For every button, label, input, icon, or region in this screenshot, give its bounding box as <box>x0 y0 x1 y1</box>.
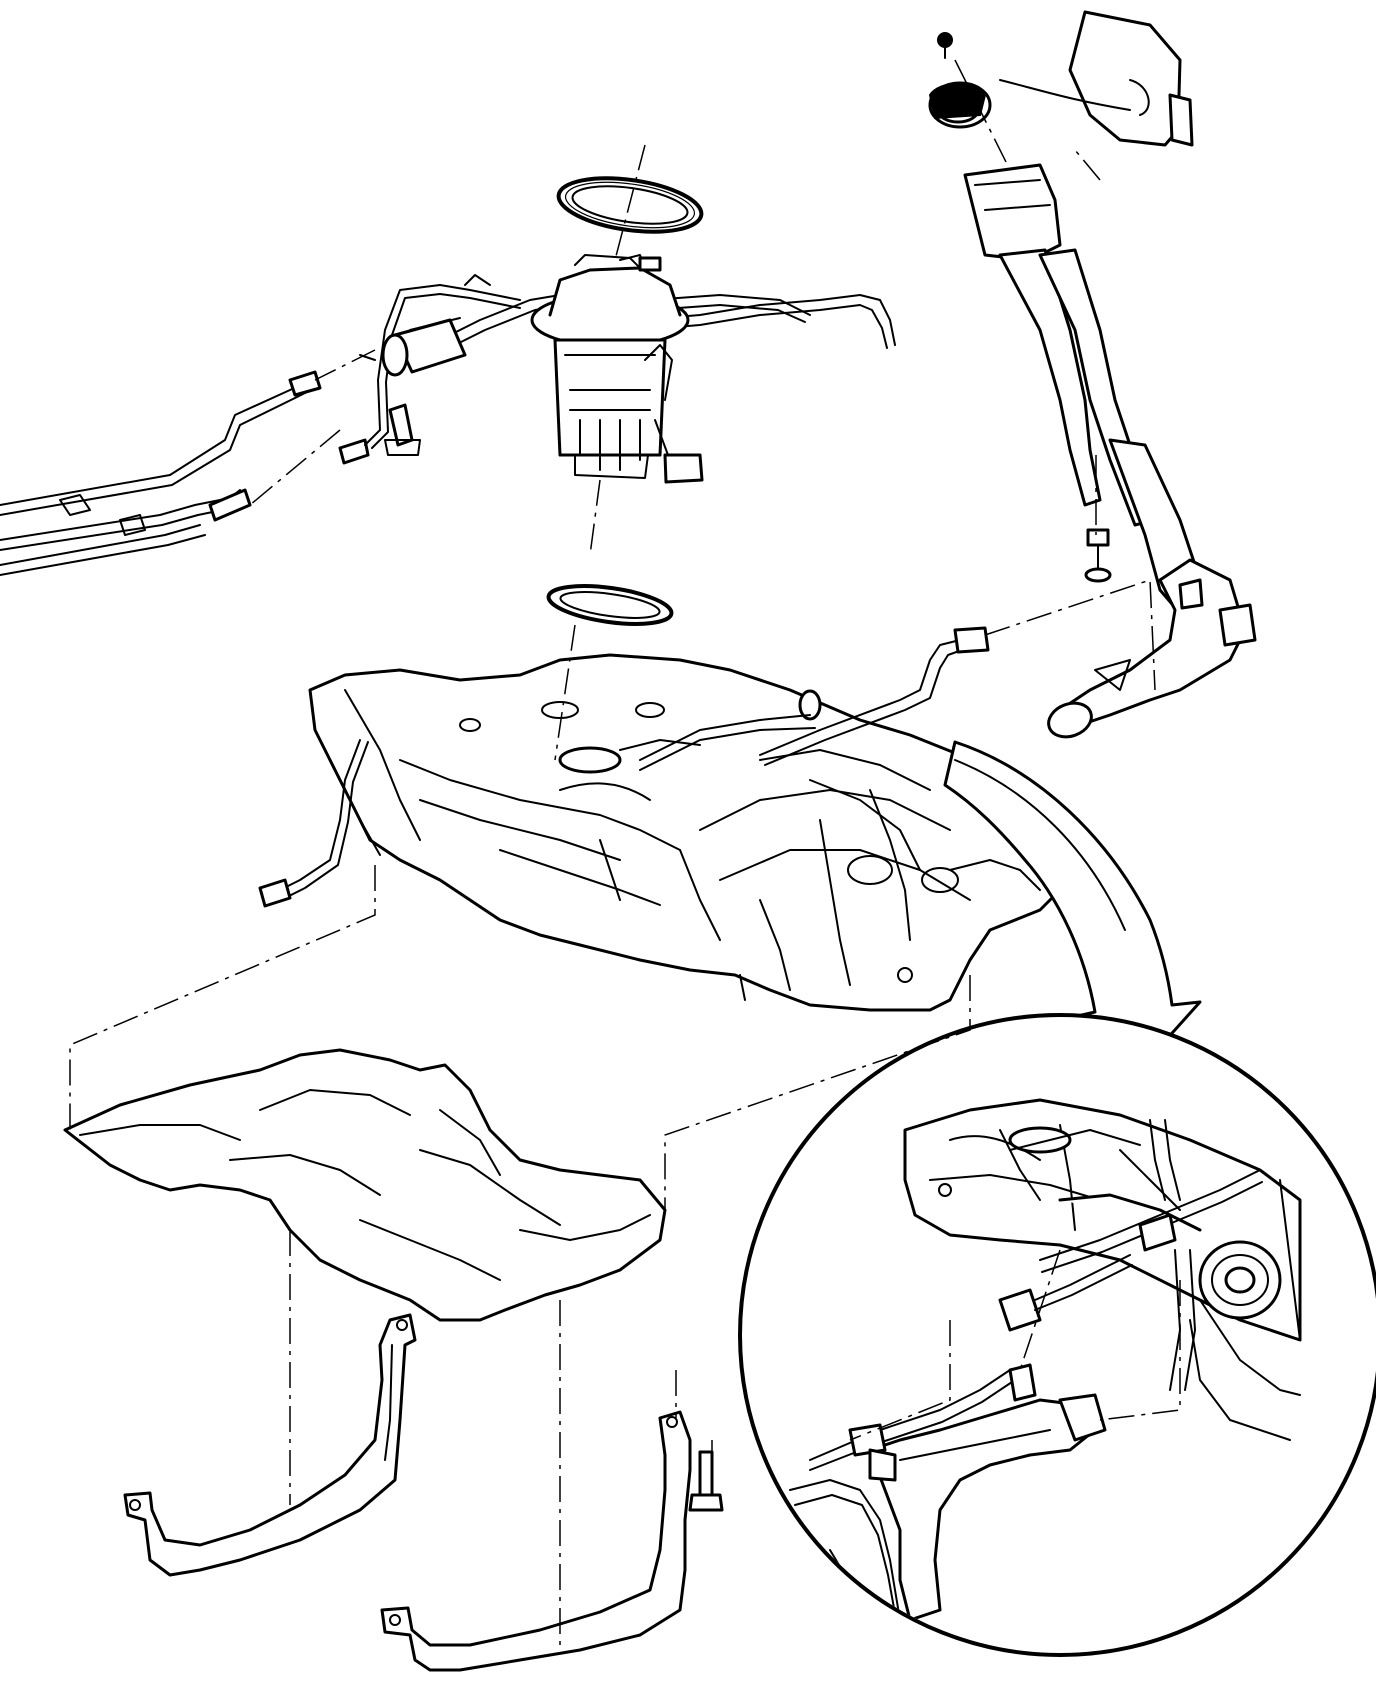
heat-shield <box>63 1048 667 1322</box>
fuel-filler-pipe <box>928 81 1257 739</box>
fuel-lines <box>0 254 896 576</box>
module-lock-ring <box>556 176 704 234</box>
assembly-centerlines <box>69 59 1181 1645</box>
detail-view-contents <box>789 1098 1302 1651</box>
fuel-filter <box>359 317 467 456</box>
fuel-tank <box>258 626 1062 1012</box>
tank-strap-right <box>380 1410 692 1672</box>
fuel-filler-cap-bolt <box>937 32 953 59</box>
module-seal-ring <box>546 584 674 626</box>
detail-view-circle <box>738 1013 1376 1657</box>
fuel-pump-module <box>530 254 704 484</box>
strap-bolt <box>688 1450 724 1512</box>
tank-strap-left <box>123 1313 417 1577</box>
fuel-filler-door <box>999 10 1194 147</box>
filler-pipe-bolt <box>1084 528 1112 583</box>
